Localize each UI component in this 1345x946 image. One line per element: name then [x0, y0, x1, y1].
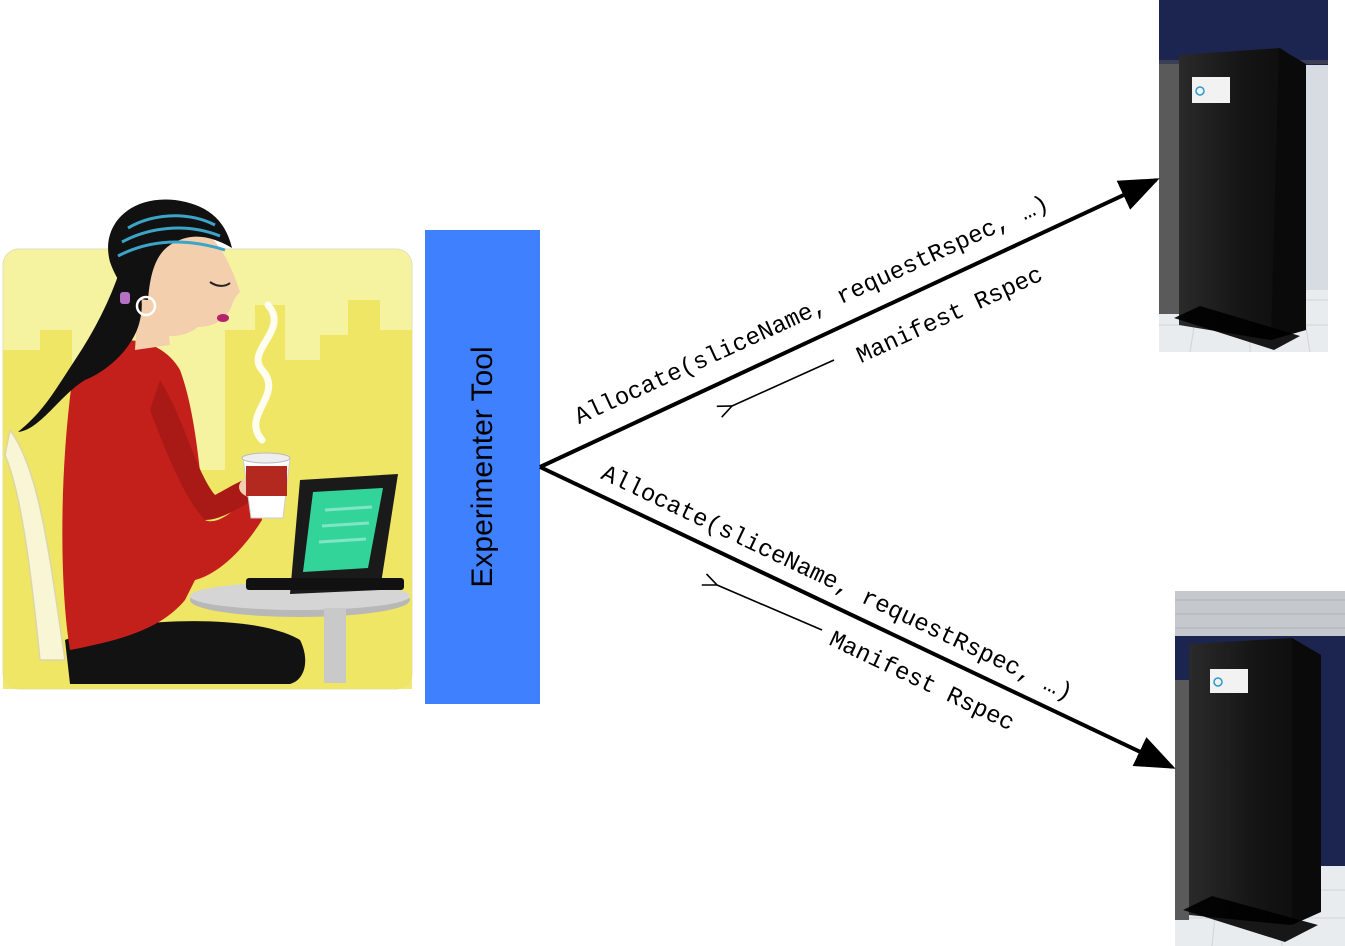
- woman-at-laptop-illustration: [2, 199, 413, 690]
- response-arrow-bottom: [717, 585, 823, 631]
- server-rack-bottom: [1175, 591, 1345, 946]
- request-arrow-top: [539, 178, 1160, 469]
- request-arrow-bottom: [539, 465, 1176, 769]
- response-arrow-top: [732, 359, 835, 406]
- experimenter-tool-box: [425, 230, 540, 704]
- server-rack-top: [1159, 0, 1328, 353]
- experimenter-tool-label: Experimenter Tool: [466, 346, 499, 588]
